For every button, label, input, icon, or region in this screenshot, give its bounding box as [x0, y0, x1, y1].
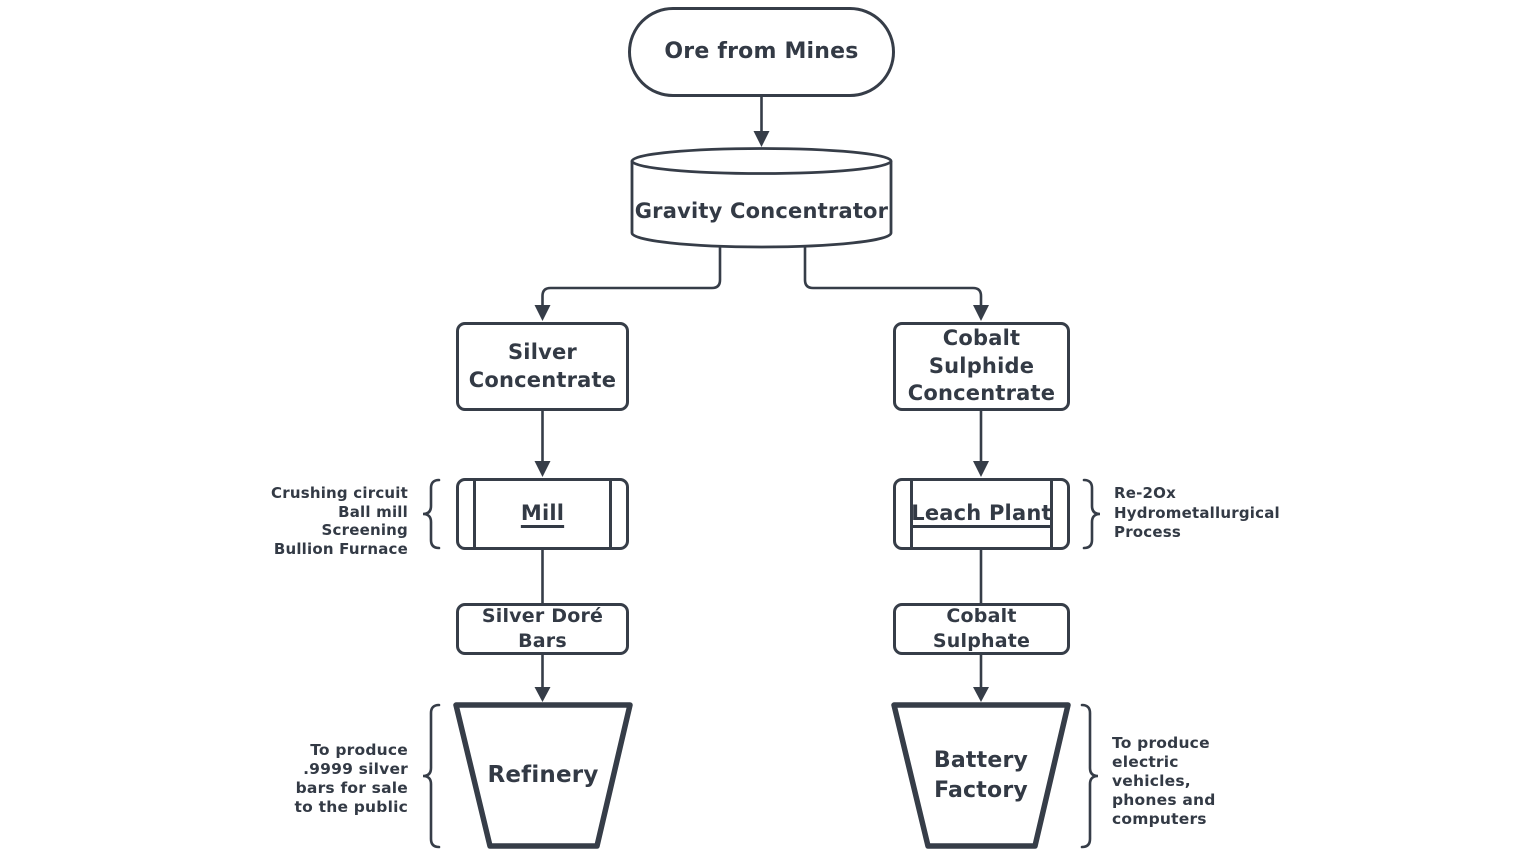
node-refinery-label: Refinery	[487, 762, 599, 789]
arrowhead-gravity	[753, 131, 770, 147]
leach-inner-bar-right	[1050, 480, 1053, 548]
node-gravity-concentrator-label: Gravity Concentrator	[634, 199, 889, 224]
mill-inner-bar-left	[473, 480, 476, 548]
node-cobalt-sulphate: Cobalt Sulphate	[893, 603, 1070, 655]
arrowhead-silver	[534, 305, 551, 321]
arrowhead-mill	[534, 461, 551, 477]
arrowhead-leach	[973, 461, 989, 477]
refinery-brace	[422, 703, 441, 849]
edge-gravity-to-silver	[541, 233, 722, 308]
node-mill-label: Mill	[520, 501, 565, 526]
edge-gravity-to-cobalt	[803, 233, 983, 308]
node-leach-plant-label: Leach Plant	[911, 501, 1052, 526]
trapezoid-shape	[891, 702, 1071, 849]
mill-annotation: Crushing circuit Ball mill Screening Bul…	[271, 484, 408, 558]
mill-brace	[422, 478, 441, 550]
leach-inner-bar-left	[910, 480, 913, 548]
node-silver-dore-bars-label: Silver Doré Bars	[481, 604, 604, 652]
cylinder-shape	[630, 147, 893, 249]
node-battery-factory-label: Battery Factory	[933, 748, 1029, 803]
arrowheads	[534, 131, 989, 702]
node-cobalt-sulphide-concentrate-label: Cobalt Sulphide Concentrate	[907, 325, 1056, 406]
node-gravity-concentrator: Gravity Concentrator	[630, 147, 893, 251]
battery-annotation: To produce electric vehicles, phones and…	[1112, 734, 1216, 828]
node-mill: Mill	[456, 478, 629, 550]
battery-brace	[1080, 703, 1099, 849]
arrowhead-battery	[973, 687, 989, 702]
node-cobalt-sulphate-label: Cobalt Sulphate	[932, 604, 1031, 652]
leach-brace	[1082, 478, 1101, 550]
mill-inner-bar-right	[609, 480, 612, 548]
node-refinery: Refinery	[450, 699, 636, 852]
node-ore-from-mines: Ore from Mines	[628, 7, 895, 97]
node-cobalt-sulphide-concentrate: Cobalt Sulphide Concentrate	[893, 322, 1070, 411]
refinery-annotation: To produce .9999 silver bars for sale to…	[294, 741, 408, 816]
node-silver-dore-bars: Silver Doré Bars	[456, 603, 629, 655]
node-silver-concentrate-label: Silver Concentrate	[468, 339, 617, 392]
leach-annotation: Re-2Ox Hydrometallurgical Process	[1114, 484, 1280, 541]
node-leach-plant: Leach Plant	[893, 478, 1070, 550]
trapezoid-shape	[453, 702, 633, 849]
node-battery-factory: Battery Factory	[888, 699, 1074, 852]
arrowhead-refinery	[534, 687, 551, 702]
node-silver-concentrate: Silver Concentrate	[456, 322, 629, 411]
node-ore-from-mines-label: Ore from Mines	[664, 39, 859, 65]
arrowhead-cobalt	[973, 305, 989, 321]
